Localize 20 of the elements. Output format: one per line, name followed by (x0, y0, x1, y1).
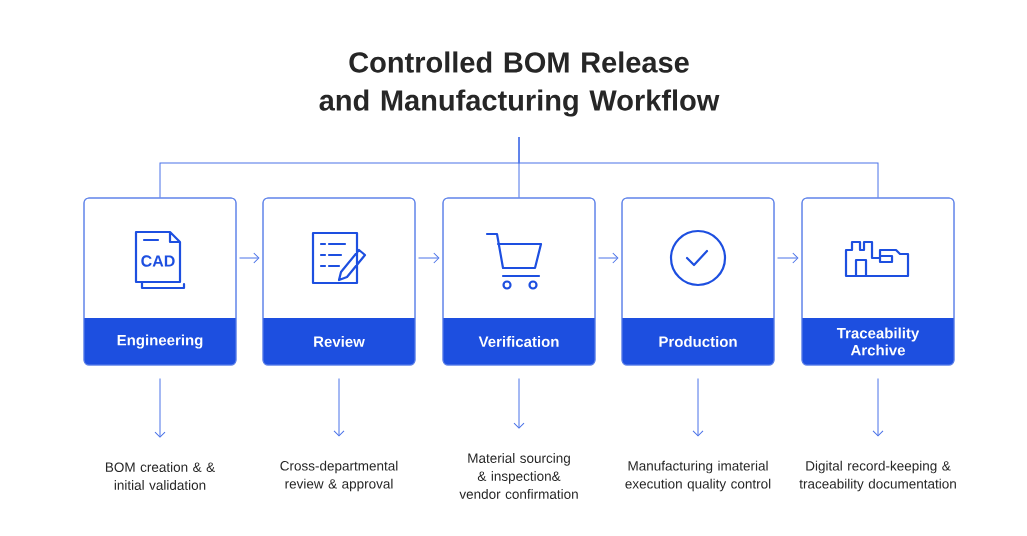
arrow (598, 252, 619, 264)
process-box: Production (621, 197, 775, 366)
arrow (872, 378, 884, 437)
description-text: Cross-departmental review & approval (280, 460, 398, 492)
arrow (239, 252, 260, 264)
description-text: BOM creation & & initial validation (105, 462, 215, 490)
title: Controlled BOM Release and Manufacturing Workflow (319, 51, 720, 117)
process-box: Traceability Archive (801, 197, 955, 366)
process-box: Verification (442, 197, 596, 366)
description-text: Material sourcing & inspection& vendor confirmation (459, 453, 578, 499)
description-text: Manufacturing imaterial execution quality control (625, 460, 771, 492)
arrow (418, 252, 440, 264)
arrow (513, 378, 525, 429)
arrow (333, 378, 345, 437)
process-box: Review (262, 197, 416, 366)
arrow (692, 378, 704, 437)
description-text: Digital record-keeping & traceability documentation (799, 460, 956, 492)
connector-line (518, 136, 879, 198)
arrow (154, 378, 166, 438)
arrow (777, 252, 799, 264)
